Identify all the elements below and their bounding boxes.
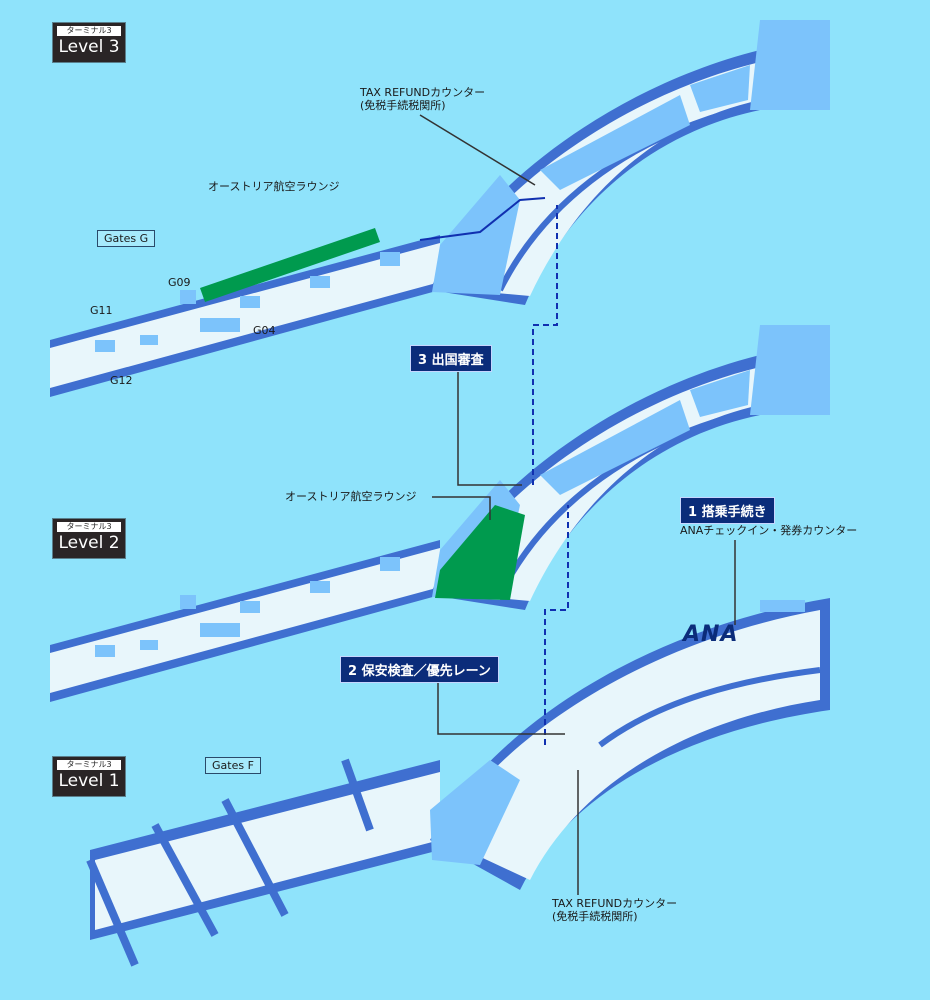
gate-g11: G11 [90, 304, 113, 317]
checkin-sub-label: ANAチェックイン・発券カウンター [680, 524, 858, 537]
level1-jetways [86, 758, 374, 967]
gate-g12: G12 [110, 374, 133, 387]
ana-logo: ANA [683, 622, 739, 647]
security-label: 2 保安検査／優先レーン [340, 656, 499, 683]
terminal-label: ターミナル3 [57, 760, 121, 770]
tax-refund-title: TAX REFUNDカウンター [552, 897, 678, 910]
terminal-label: ターミナル3 [57, 522, 121, 532]
level3-route [419, 197, 546, 241]
level3-concourse [50, 20, 830, 397]
route-dashed [532, 205, 569, 745]
gate-g04: G04 [253, 324, 276, 337]
level1-concourse [90, 598, 830, 940]
level3-tax-refund-label: TAX REFUNDカウンター (免税手続税関所) [360, 86, 485, 112]
level1-tax-refund-label: TAX REFUNDカウンター (免税手続税関所) [552, 897, 677, 923]
level3-badge: ターミナル3 Level 3 [52, 22, 126, 63]
level1-badge: ターミナル3 Level 1 [52, 756, 126, 797]
level2-lounge-label: オーストリア航空ラウンジ [285, 490, 417, 503]
level3-lounge-label: オーストリア航空ラウンジ [208, 180, 340, 193]
tax-refund-sub: (免税手続税関所) [552, 910, 638, 923]
gate-g09: G09 [168, 276, 191, 289]
tax-refund-sub: (免税手続税関所) [360, 99, 446, 112]
tax-refund-title: TAX REFUNDカウンター [360, 86, 486, 99]
level3-austrian-lounge [200, 228, 380, 302]
gates-f-label: Gates F [205, 757, 261, 774]
level-label: Level 1 [58, 771, 120, 791]
immigration-label: 3 出国審査 [410, 345, 492, 372]
checkin-label: 1 搭乗手続き [680, 497, 775, 524]
terminal-label: ターミナル3 [57, 26, 121, 36]
level-label: Level 2 [58, 533, 120, 553]
gates-g-label: Gates G [97, 230, 156, 247]
level-label: Level 3 [58, 37, 120, 57]
level2-badge: ターミナル3 Level 2 [52, 518, 126, 559]
level2-austrian-lounge [435, 505, 525, 600]
